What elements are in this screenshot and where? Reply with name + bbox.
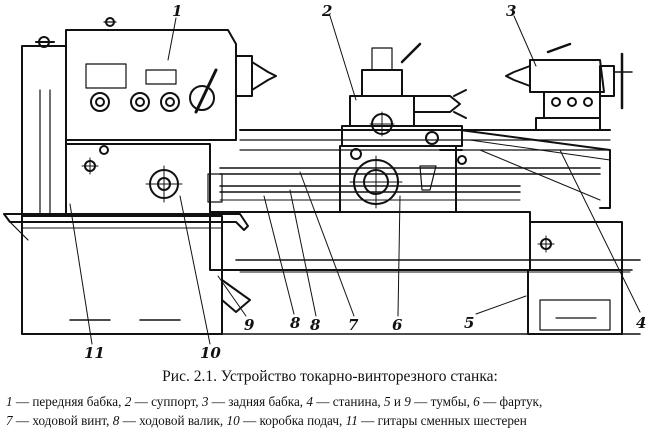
callout-4: 4 [636,314,646,332]
legend-num: 3 [201,394,209,409]
legend-text: — ходовой валик, [119,413,227,428]
left-pedestal [21,215,251,335]
legend-text: — фартук, [479,394,543,409]
legend-num: 5 [384,394,391,409]
legend-num: 1 [6,394,13,409]
callout-1: 1 [172,2,182,20]
apron [339,145,467,213]
lathe-drawing: 1 2 3 4 5 6 7 8 8 9 10 11 [3,2,646,362]
callout-2: 2 [321,2,332,20]
legend-num: 10 [226,413,240,428]
figure-legend: 1 — передняя бабка, 2 — суппорт, 3 — зад… [6,392,658,430]
legend-text: — тумбы, [410,394,474,409]
callout-3: 3 [506,2,516,20]
right-pedestal [527,269,623,335]
legend-text: — ходовой винт, [12,413,113,428]
legend-text: и [390,394,405,409]
legend-num: 11 [345,413,358,428]
gear-guard [21,36,67,217]
callout-11: 11 [84,344,105,362]
tailstock [505,42,633,131]
feed-gearbox [65,143,223,215]
legend-line-2: 7 — ходовой винт, 8 — ходовой валик, 10 … [6,411,658,430]
legend-text: — коробка подач, [239,413,346,428]
legend-text: — суппорт, [131,394,202,409]
figure-caption: Рис. 2.1. Устройство токарно-винторезног… [162,368,498,385]
lathe-bed [209,129,641,273]
legend-line-1: 1 — передняя бабка, 2 — суппорт, 3 — зад… [6,392,658,411]
legend-num: 9 [404,394,411,409]
legend-text: — задняя бабка, [208,394,307,409]
callout-6: 6 [392,316,403,334]
callout-10: 10 [200,344,221,362]
legend-text: — станина, [312,394,385,409]
legend-text: — гитары сменных шестерен [357,413,527,428]
callout-labels: 1 2 3 4 5 6 7 8 8 9 10 11 [84,2,646,362]
callout-7: 7 [348,316,359,334]
legend-num: 7 [6,413,13,428]
callout-9: 9 [244,316,255,334]
legend-num: 4 [306,394,313,409]
legend-text: — передняя бабка, [12,394,125,409]
callout-5: 5 [464,314,474,332]
legend-num: 6 [473,394,480,409]
callout-8a: 8 [290,314,301,332]
leader-lines [69,15,641,345]
headstock [65,17,277,141]
legend-num: 8 [112,413,120,428]
callout-8b: 8 [310,316,321,334]
lead-screw [219,167,601,201]
legend-num: 2 [124,394,132,409]
